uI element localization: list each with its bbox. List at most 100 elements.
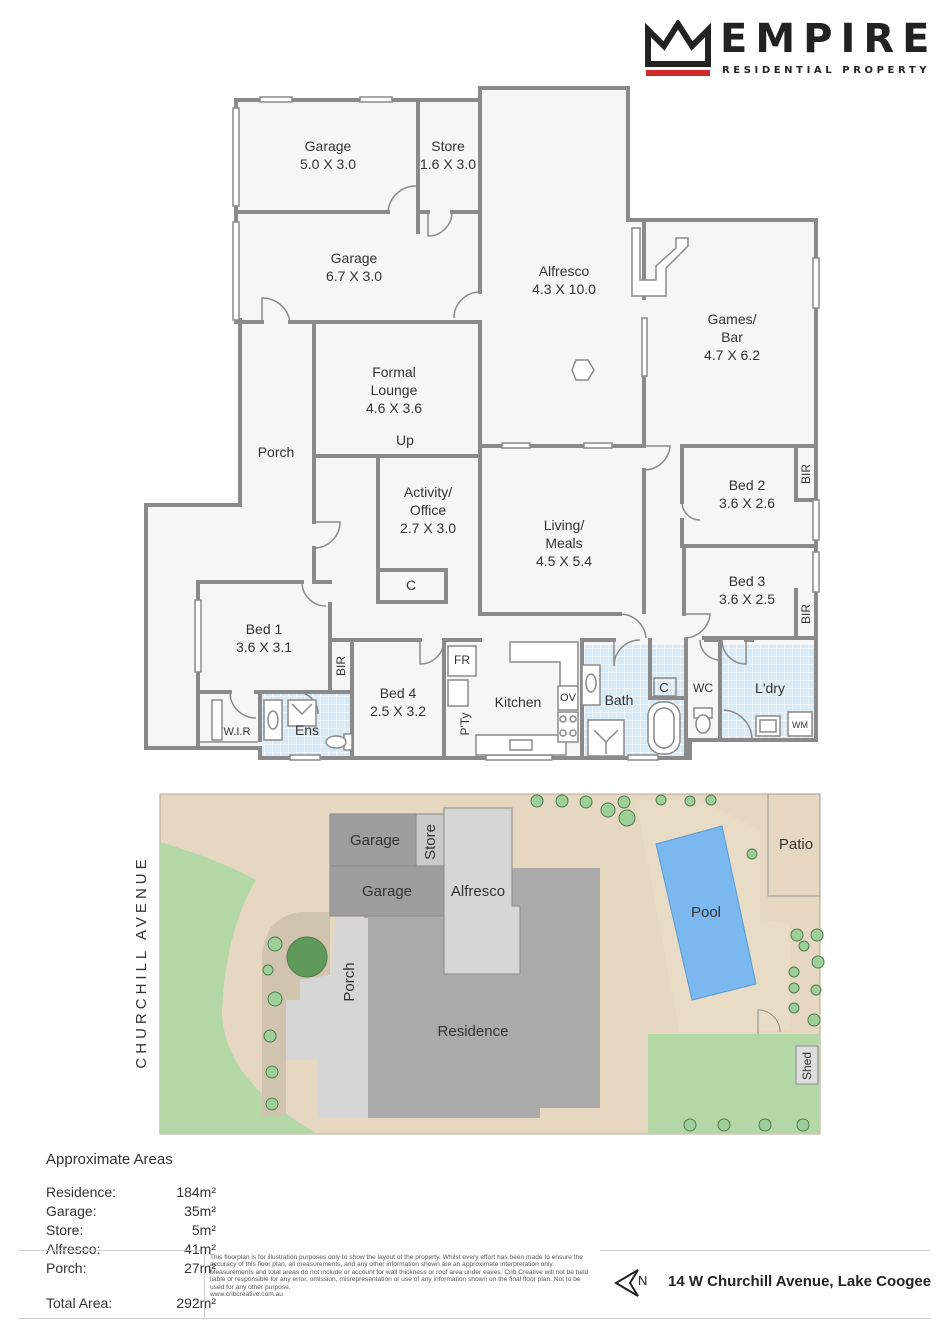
area-row-residence: Residence:184m² (46, 1184, 216, 1200)
doors (229, 185, 753, 741)
area-row-porch: Porch:27m² (46, 1260, 216, 1276)
fridge (447, 645, 477, 677)
site-label-porch: Porch (341, 962, 358, 1001)
bbq-hexagon (571, 359, 595, 381)
label-ov: OV (560, 692, 577, 704)
floor-plan: Garage 5.0 X 3.0 Store 1.6 X 3.0 Garage … (144, 86, 820, 761)
label-cupboard-2: C (659, 680, 668, 695)
windows (194, 96, 820, 761)
area-row-store: Store:5m² (46, 1222, 216, 1238)
size-bed3: 3.6 X 2.5 (719, 591, 775, 607)
label-living-2: Meals (545, 535, 582, 551)
label-lounge-2: Lounge (371, 382, 418, 398)
site-label-patio: Patio (779, 836, 813, 853)
size-lounge: 4.6 X 3.6 (366, 400, 422, 416)
label-bed1: Bed 1 (246, 621, 283, 637)
pool (655, 825, 757, 1001)
cupboard-boxes (653, 677, 677, 697)
crown-icon (645, 20, 711, 67)
brand-accent-bar (646, 70, 710, 76)
room-labels: Garage 5.0 X 3.0 Store 1.6 X 3.0 Garage … (236, 138, 785, 738)
label-garage2: Garage (331, 250, 378, 266)
label-activity-2: Office (410, 502, 447, 518)
label-bed4: Bed 4 (380, 685, 417, 701)
site-label-store: Store (422, 824, 439, 860)
label-activity-1: Activity/ (404, 484, 452, 500)
label-wir: W.I.R (224, 726, 251, 738)
street-name: CHURCHILL AVENUE (133, 855, 150, 1068)
site-plan: CHURCHILL AVENUE Garage Store Garage Alf… (133, 793, 825, 1135)
label-ens: Ens (295, 722, 319, 738)
north-label: N (638, 1273, 648, 1288)
front-lawn (160, 842, 318, 1134)
divider-right (600, 1250, 930, 1251)
label-lounge-1: Formal (372, 364, 416, 380)
disclaimer-text: This floorplan is for illustration purpo… (210, 1254, 589, 1299)
site-label-pool: Pool (691, 904, 721, 921)
area-row-alfresco: Alfresco:41m² (46, 1241, 216, 1257)
brand-tagline: RESIDENTIAL PROPERTY (722, 65, 931, 76)
label-fr: FR (454, 653, 470, 667)
size-games: 4.7 X 6.2 (704, 347, 760, 363)
size-activity: 2.7 X 3.0 (400, 520, 456, 536)
alfresco-block (443, 807, 521, 975)
label-games-1: Games/ (707, 311, 756, 327)
label-pantry: P'Ty (458, 713, 472, 736)
size-bed1: 3.6 X 3.1 (236, 639, 292, 655)
fixtures (200, 227, 813, 757)
rear-lawn (648, 1034, 820, 1134)
site-label-alfresco: Alfresco (451, 883, 505, 900)
tree-icons (262, 794, 825, 1132)
area-row-total: Total Area:292m² (46, 1295, 216, 1311)
brand-logo: EMPIRE RESIDENTIAL PROPERTY (644, 16, 938, 80)
size-bed4: 2.5 X 3.2 (370, 703, 426, 719)
wir-shelf (211, 699, 223, 741)
disclaimer-url: www.cribcreative.com.au (210, 1291, 283, 1299)
small-labels: FR OV C WC WM W.I.R BIR BIR BIR P'Ty (224, 464, 813, 738)
site-label-shed: Shed (800, 1052, 814, 1080)
label-kitchen: Kitchen (495, 694, 542, 710)
size-alfresco: 4.3 X 10.0 (532, 281, 596, 297)
property-address: 14 W Churchill Avenue, Lake Coogee (668, 1273, 932, 1290)
washing-machine (787, 711, 813, 737)
label-wm: WM (792, 720, 808, 730)
label-wc: WC (693, 681, 713, 695)
label-bed2: Bed 2 (729, 477, 766, 493)
label-ldry: L'dry (755, 680, 785, 696)
label-porch: Porch (258, 444, 295, 460)
porch-block (286, 918, 368, 1118)
label-store: Store (431, 138, 465, 154)
site-labels: Garage Store Garage Alfresco Porch Resid… (341, 824, 814, 1080)
label-games-2: Bar (721, 329, 743, 345)
size-garage1: 5.0 X 3.0 (300, 156, 356, 172)
label-bir-bed3: BIR (799, 604, 813, 624)
divider-vertical (204, 1250, 205, 1318)
size-store: 1.6 X 3.0 (420, 156, 476, 172)
label-living-1: Living/ (544, 517, 585, 533)
label-up: Up (396, 432, 414, 448)
divider-bottom (18, 1318, 930, 1319)
label-bed3: Bed 3 (729, 573, 766, 589)
area-row-garage: Garage:35m² (46, 1203, 216, 1219)
label-garage1: Garage (305, 138, 352, 154)
store-block (415, 813, 445, 867)
areas-list: Residence:184m² Garage:35m² Store:5m² Al… (46, 1184, 216, 1279)
brand-name: EMPIRE (720, 16, 938, 62)
size-living: 4.5 X 5.4 (536, 553, 592, 569)
site-label-residence: Residence (438, 1023, 509, 1040)
label-bir-bed1: BIR (334, 656, 348, 676)
size-bed2: 3.6 X 2.6 (719, 495, 775, 511)
bar-counter (631, 227, 689, 297)
label-bath: Bath (605, 692, 634, 708)
site-label-garage2: Garage (362, 883, 412, 900)
label-alfresco: Alfresco (539, 263, 590, 279)
divider-left (18, 1250, 200, 1251)
north-arrow-icon (614, 1269, 639, 1297)
label-cupboard-1: C (406, 577, 416, 593)
residence-block (318, 868, 600, 1118)
label-bir-bed2: BIR (799, 464, 813, 484)
areas-title: Approximate Areas (46, 1151, 173, 1168)
oven (557, 685, 579, 711)
shed (795, 1045, 819, 1085)
size-garage2: 6.7 X 3.0 (326, 268, 382, 284)
